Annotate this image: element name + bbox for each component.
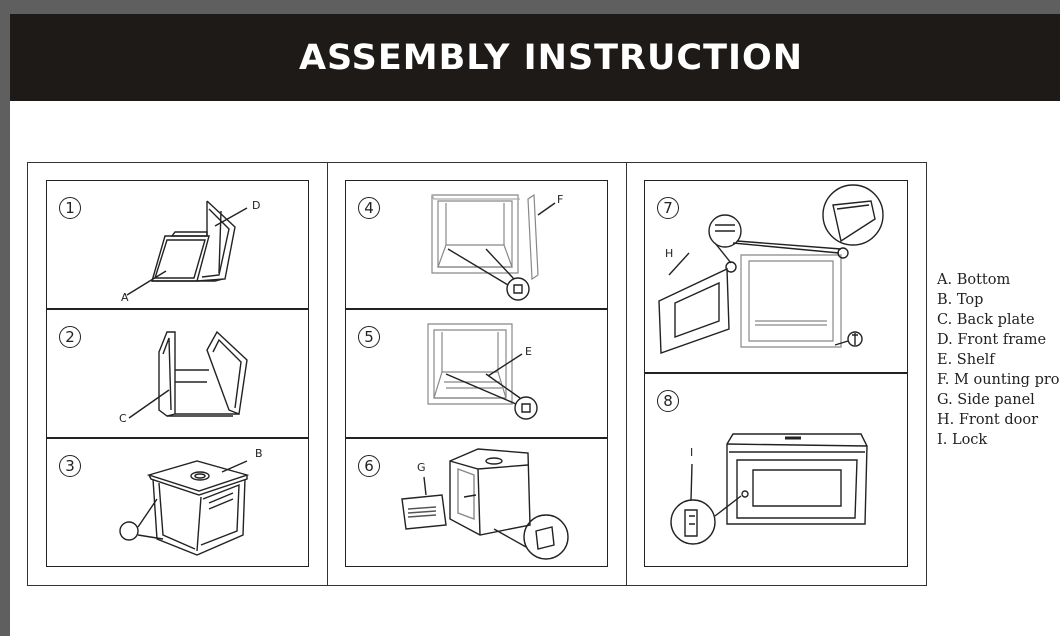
step-7-drawing — [658, 184, 884, 354]
legend-item: E. Shelf — [937, 352, 995, 368]
column-divider — [327, 163, 328, 585]
legend-item: F. M ounting profile — [937, 372, 1060, 388]
legend-item: G. Side panel — [937, 392, 1035, 408]
legend-item: H. Front door — [937, 412, 1039, 428]
step-number: 1 — [59, 197, 81, 219]
step-number: 8 — [657, 390, 679, 412]
step-8-drawing — [670, 433, 868, 545]
column-divider — [626, 163, 627, 585]
page: ASSEMBLY INSTRUCTION 1 D — [10, 14, 1060, 636]
step-number: 6 — [358, 455, 380, 477]
step-number: 7 — [657, 197, 679, 219]
part-label: I — [690, 446, 694, 459]
step-1-panel: 1 D A — [46, 180, 309, 309]
step-5-panel: 5 E — [345, 309, 608, 438]
step-6-panel: 6 G — [345, 438, 608, 567]
part-label: B — [255, 447, 263, 460]
page-title: ASSEMBLY INSTRUCTION — [298, 37, 804, 78]
step-3-drawing — [119, 460, 250, 556]
step-3-panel: 3 B — [46, 438, 309, 567]
part-label: F — [557, 193, 564, 206]
step-6-drawing — [401, 448, 569, 560]
step-8-panel: 8 I — [644, 373, 908, 567]
legend-item: I. Lock — [937, 432, 988, 448]
step-4-panel: 4 F — [345, 180, 608, 309]
part-label: D — [252, 199, 261, 212]
legend-item: A. Bottom — [937, 272, 1011, 288]
part-label: C — [119, 412, 127, 425]
step-number: 3 — [59, 455, 81, 477]
part-label: A — [121, 291, 129, 304]
step-number: 5 — [358, 326, 380, 348]
step-number: 2 — [59, 326, 81, 348]
step-number: 4 — [358, 197, 380, 219]
instruction-grid: 1 D A 2 — [27, 162, 927, 586]
title-banner: ASSEMBLY INSTRUCTION — [10, 14, 1060, 101]
legend-item: D. Front frame — [937, 332, 1047, 348]
legend-item: B. Top — [937, 292, 984, 308]
part-label: H — [665, 247, 674, 260]
step-4-drawing — [431, 193, 556, 301]
part-label: E — [525, 345, 532, 358]
step-5-drawing — [427, 323, 538, 420]
step-7-panel: 7 — [644, 180, 908, 373]
legend-item: C. Back plate — [937, 312, 1035, 328]
step-2-drawing — [128, 330, 248, 419]
step-1-drawing — [126, 200, 248, 296]
part-label: G — [417, 461, 426, 474]
step-2-panel: 2 C — [46, 309, 309, 438]
parts-legend: A. Bottom B. Top C. Back plate D. Front … — [937, 270, 1060, 450]
